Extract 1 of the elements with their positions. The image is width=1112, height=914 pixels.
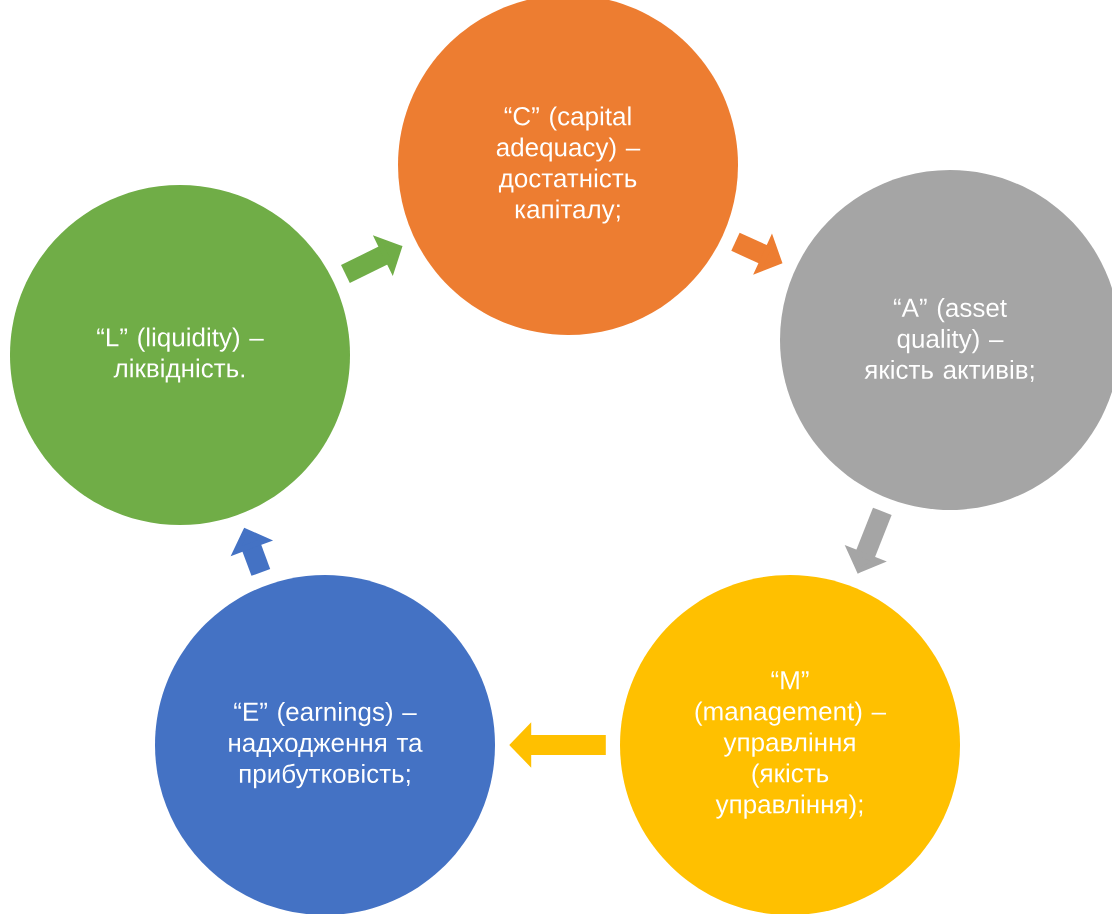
circle-node: “L” (liquidity) – ліквідність.: [10, 185, 350, 525]
